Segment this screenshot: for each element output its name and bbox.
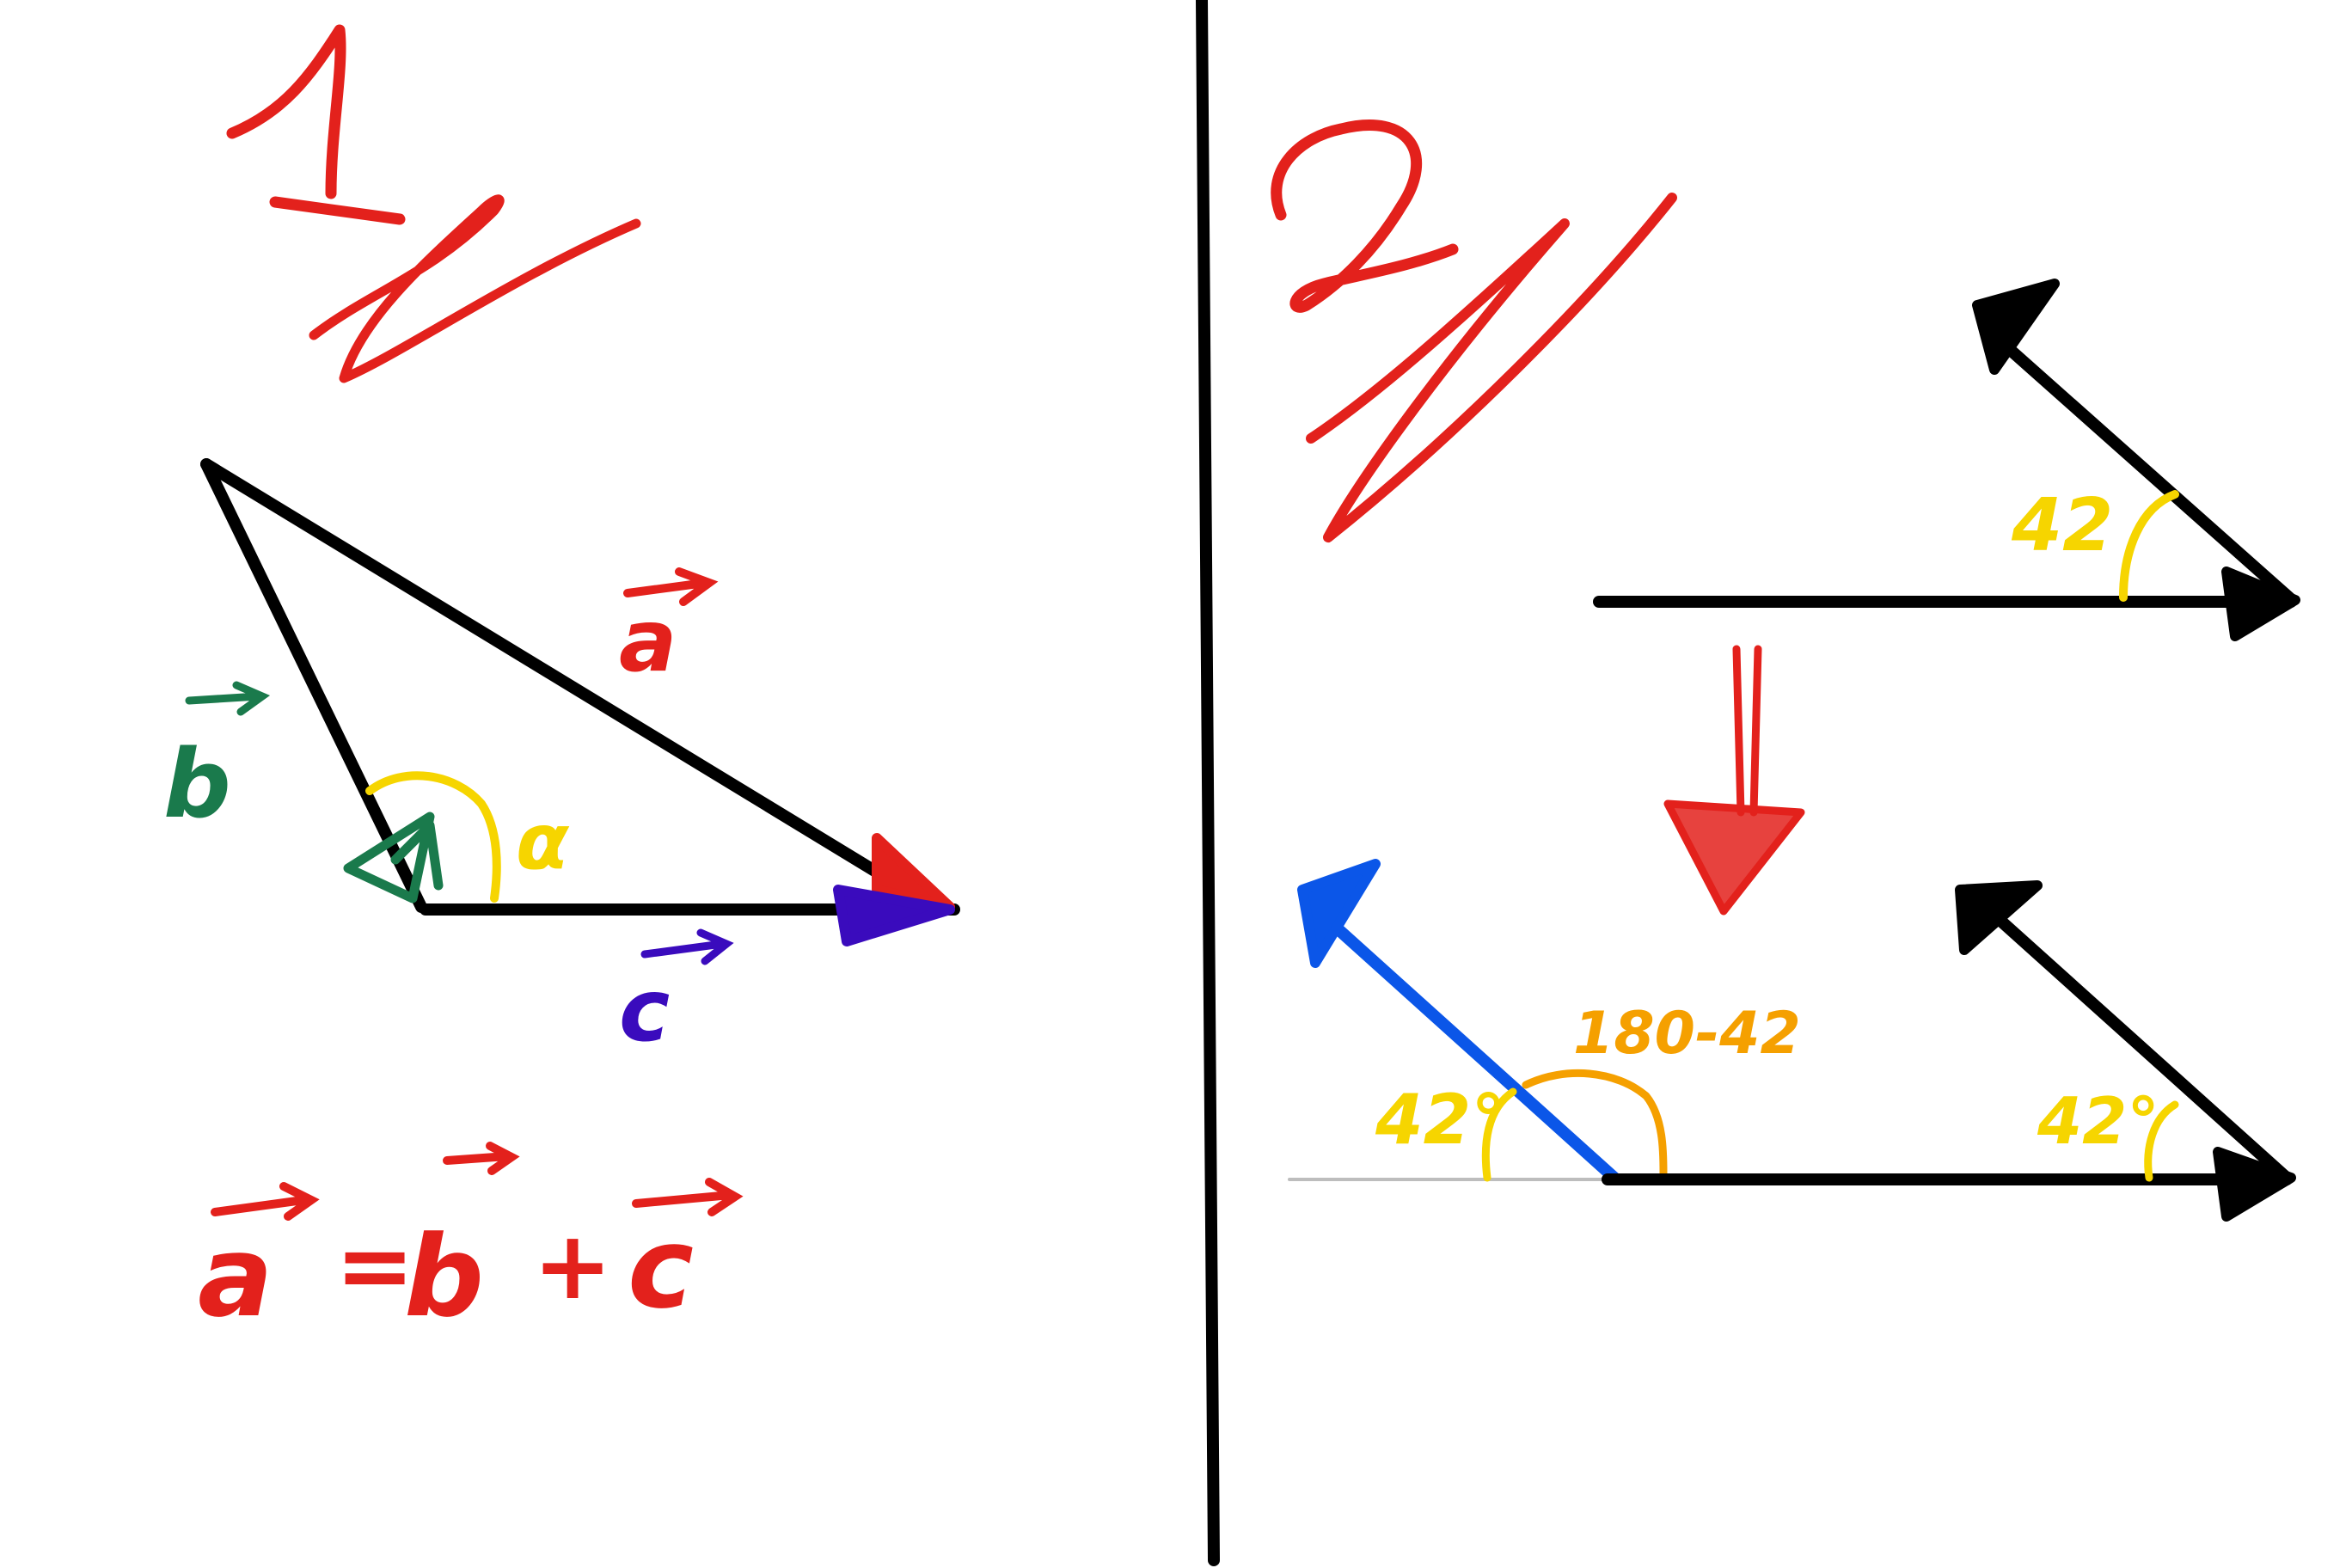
equation-c: c xyxy=(628,1203,694,1333)
section-2: 2 42 42° 180-42 xyxy=(0,0,2300,1222)
top-diagonal-arrowhead xyxy=(1972,279,2060,375)
top-horizontal-arrowhead xyxy=(2221,567,2300,641)
transform-down-arrow xyxy=(1663,645,1805,916)
bottom-left-angle-label: 42° xyxy=(1375,1080,1505,1160)
bottom-left-angle-arc xyxy=(1481,1087,1517,1182)
down-arrow-head xyxy=(1663,799,1805,916)
bottom-right-angle-arc xyxy=(2144,1100,2179,1182)
vector-triangle xyxy=(200,458,960,916)
equation-plus: + xyxy=(533,1210,612,1320)
top-diagonal-vector xyxy=(1993,334,2297,605)
section-1-heading: 1 xyxy=(0,0,641,383)
equation-lhs-a: a xyxy=(198,1211,273,1342)
down-arrow-shaft xyxy=(1732,645,1762,817)
top-angle-label: 42 xyxy=(2011,483,2113,568)
angle-alpha-arc xyxy=(365,771,501,903)
bottom-diagonal-arrowhead xyxy=(1955,880,2043,955)
vector-c-label: c xyxy=(619,960,670,1061)
vector-a-label-arrow xyxy=(623,567,719,606)
heading-two-stroke xyxy=(1271,119,1459,313)
heading-one-stroke xyxy=(226,24,406,225)
bottom-right-angle-label: 42° xyxy=(2037,1083,2159,1159)
vector-b-line xyxy=(200,458,427,913)
heading-number-marker xyxy=(309,194,641,383)
bottom-horizontal-arrowhead xyxy=(2213,1147,2296,1222)
vector-c-label-arrow xyxy=(640,928,734,965)
heading-number-text: 1 xyxy=(0,0,1,1)
vector-b-label-arrow xyxy=(185,681,271,716)
angle-alpha-label: α xyxy=(516,797,570,887)
equation-equals: = xyxy=(335,1210,414,1320)
vector-c-arrowhead xyxy=(833,885,955,946)
top-angle-arc xyxy=(2119,490,2179,602)
section-2-heading: 2 xyxy=(0,0,1677,542)
top-vector-pair: 42 xyxy=(1593,279,2300,641)
vector-equation: a = b + c xyxy=(198,1142,744,1342)
vector-a-line xyxy=(200,458,926,904)
blue-arrowhead xyxy=(1297,859,1381,968)
vector-b-arrowhead xyxy=(343,812,444,903)
vector-a-label: a xyxy=(619,591,677,691)
equation-a-arrow xyxy=(211,1182,320,1221)
bottom-left-construction: 42° 180-42 xyxy=(1288,859,1801,1185)
vector-b-label: b xyxy=(163,729,231,839)
section-1: 1 a b c α a = b + c xyxy=(0,0,960,1342)
equation-b: b xyxy=(404,1211,484,1342)
bottom-middle-angle-label: 180-42 xyxy=(1573,1000,1801,1068)
equation-c-arrow xyxy=(632,1178,744,1216)
heading-number-marker xyxy=(1306,193,1677,542)
bottom-diagonal-vector xyxy=(1984,905,2293,1184)
blue-reversed-vector xyxy=(1326,918,1622,1185)
heading-number-text: 2 xyxy=(0,0,1,1)
bottom-middle-angle-arc xyxy=(1522,1069,1668,1178)
equation-b-arrow xyxy=(443,1142,520,1175)
bottom-vector-pair: 42° xyxy=(1602,880,2296,1222)
section-divider xyxy=(1196,0,1220,1566)
